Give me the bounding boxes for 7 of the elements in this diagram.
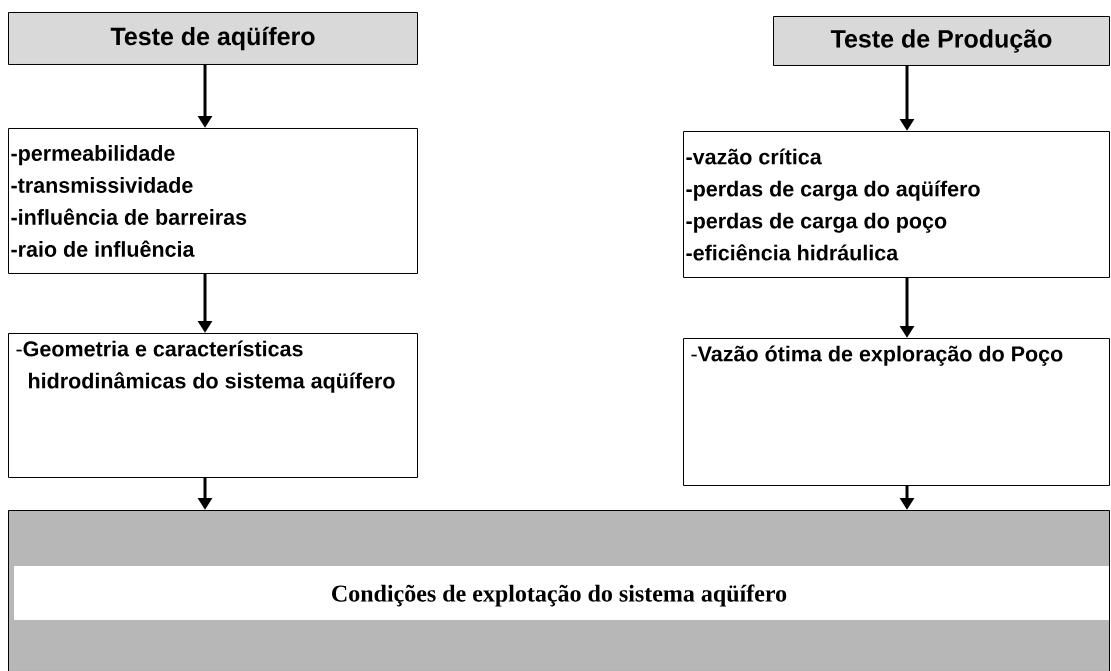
result-panel: Condições de explotação do sistema aqüífero (8, 510, 1110, 671)
text-box: -Vazão ótima de exploração do Poço (683, 338, 1110, 486)
header-box: Teste de Produção (773, 16, 1110, 66)
list-box: -permeabilidade -transmissividade -influência de barreiras -raio de influência (8, 128, 418, 274)
list-box: -vazão crítica -perdas de carga do aqüífero -perdas de carga do poço -eficiência hidráulica (683, 131, 1110, 278)
text-box: -Geometria e características hidrodinâmicas do sistema aqüífero (8, 333, 418, 478)
header-box: Teste de aqüífero (8, 12, 418, 65)
